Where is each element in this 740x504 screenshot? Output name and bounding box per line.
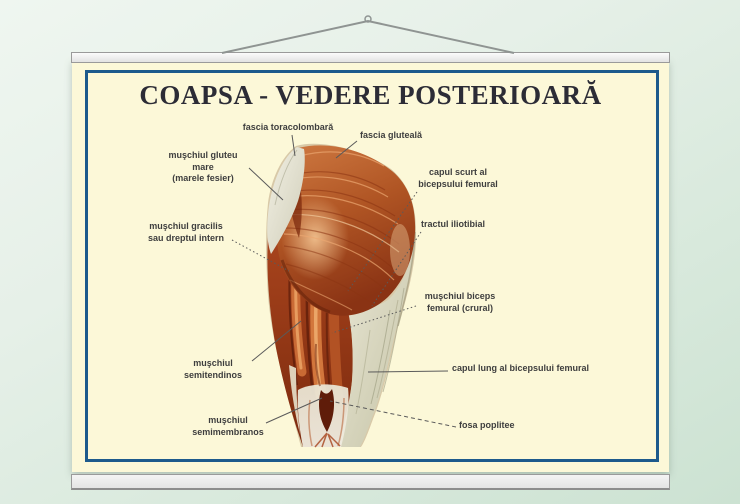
- label-muschiul-biceps: muşchiul biceps femural (crural): [424, 291, 496, 313]
- label-muschiul-gluteu-mare: muşchiul gluteu mare (marele fesier): [168, 150, 238, 183]
- label-capul-lung: capul lung al bicepsului femural: [452, 363, 590, 373]
- hanging-string: [221, 15, 515, 54]
- poster-border-frame: [85, 70, 659, 462]
- label-muschiul-gracilis: muşchiul gracilis sau dreptul intern: [147, 221, 224, 243]
- anatomy-poster: COAPSA - VEDERE POSTERIOARĂ fascia torac…: [72, 60, 669, 472]
- poster-top-rail: [71, 52, 670, 63]
- poster-title: COAPSA - VEDERE POSTERIOARĂ: [139, 80, 602, 110]
- label-fascia-toracolombara: fascia toracolombară: [242, 122, 334, 132]
- label-fascia-gluteala: fascia gluteală: [360, 130, 423, 140]
- label-muschiul-semitendinos: muşchiul semitendinos: [183, 358, 242, 380]
- label-tractul-iliotibial: tractul iliotibial: [421, 219, 486, 229]
- label-fosa-poplitee: fosa poplitee: [459, 420, 515, 430]
- poster-bottom-rail: [71, 474, 670, 490]
- label-muschiul-semimembranos: muşchiul semimembranos: [192, 415, 264, 437]
- label-capul-scurt: capul scurt al bicepsului femural: [418, 167, 498, 189]
- hanging-ring-icon: [364, 15, 372, 23]
